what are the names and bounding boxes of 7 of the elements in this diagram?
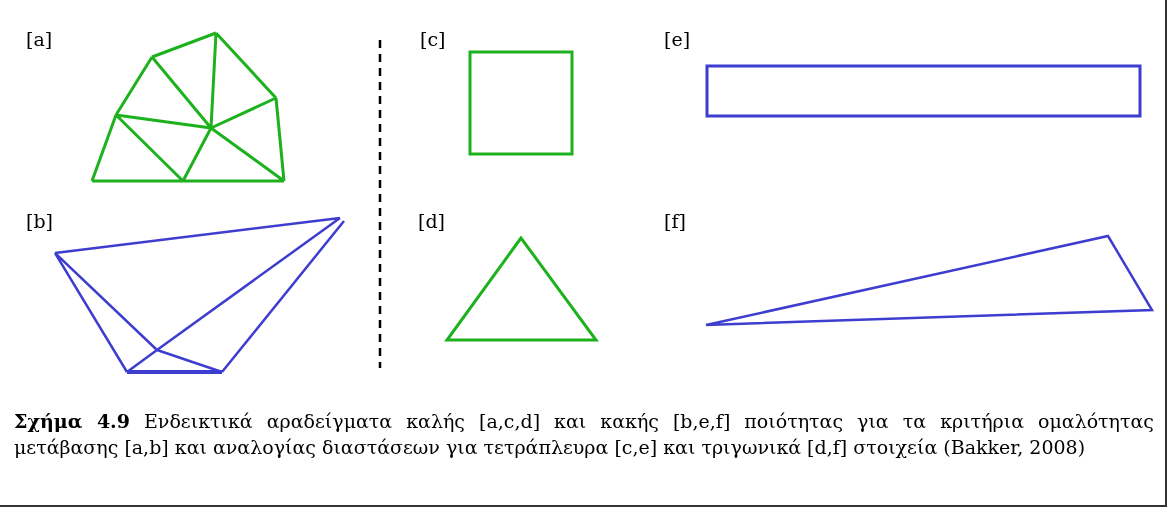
- panel-label: [b]: [26, 210, 53, 232]
- panel-label: [f]: [664, 210, 686, 232]
- figure-caption: Σχήμα 4.9 Ενδεικτικά αραδείγματα καλής [a,c,d] και κακής [b,e,f] ποιότητας για τα κριτήρια ομαλότητας μετάβασης [a,b] και αναλογίας διαστάσεων για τετράπλευρα [c,e] και τριγωνικά [d,f] στοιχεία (Bakker, 2008): [14, 409, 1154, 460]
- panel-label: [d]: [418, 210, 445, 232]
- panel-label: [a]: [26, 28, 53, 50]
- panel-label: [e]: [664, 28, 691, 50]
- panel-label: [c]: [420, 28, 446, 50]
